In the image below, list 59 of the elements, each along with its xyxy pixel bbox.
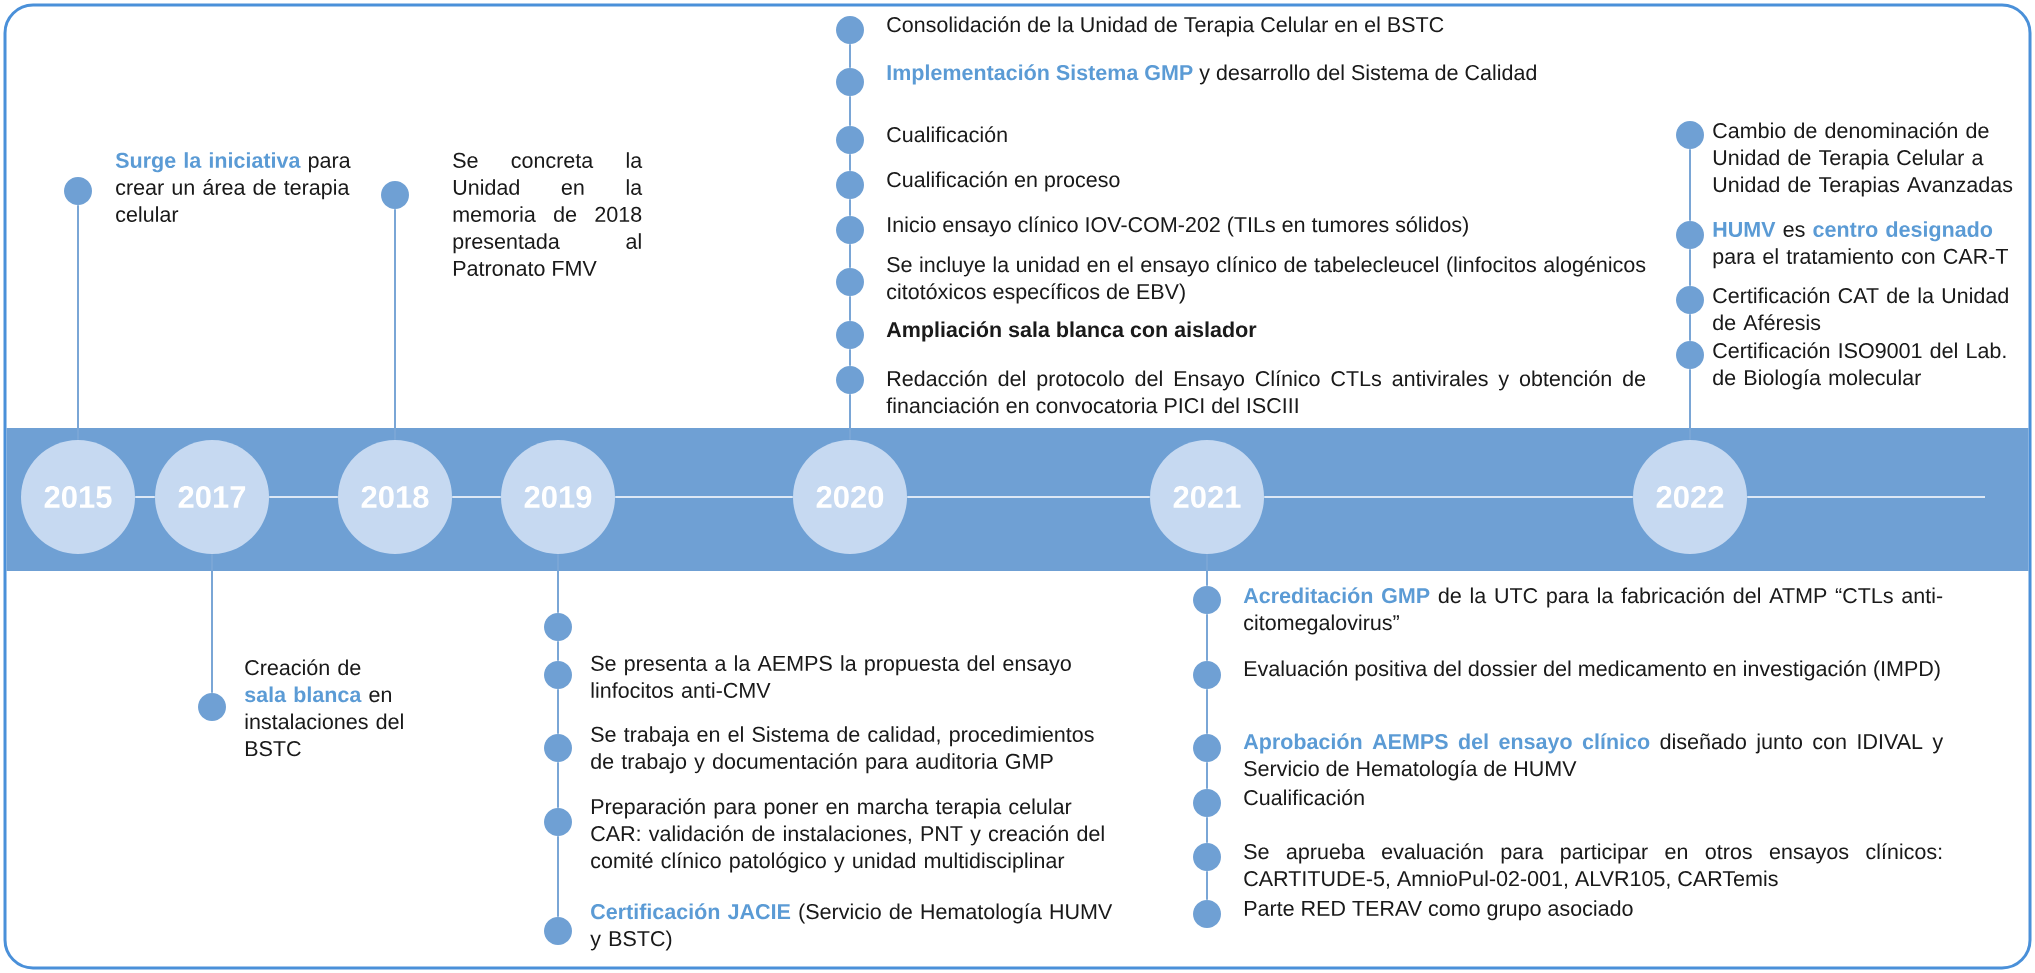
connector-line xyxy=(1206,870,1208,901)
event-text: Certificación CAT de la Unidad de Aféresis xyxy=(1713,287,2008,331)
connector-line xyxy=(1689,248,1691,287)
event-text: Consolidación de la Unidad de Terapia Celular en el BSTC xyxy=(887,16,1444,37)
connector-line xyxy=(614,496,794,498)
event-text: Certificación JACIE (Servicio de Hematología HUMV y BSTC) xyxy=(590,903,1113,951)
connector-line xyxy=(849,198,851,217)
connector-line xyxy=(1206,688,1208,735)
event-text: Aprobación AEMPS del ensayo clínico diseñado junto con IDIVAL y Servicio de Hematología de HUMV xyxy=(1243,733,1944,781)
event-text: Redacción del protocolo del Ensayo Clínico CTLs antivirales y obtención de financiación en convocatoria PICI del ISCIII xyxy=(886,370,1646,414)
event-text: Cualificación xyxy=(1244,789,1364,806)
connector-line xyxy=(394,208,396,441)
event-text: Creación de sala blanca en instalaciones del BSTC xyxy=(244,659,403,757)
connector-line xyxy=(1689,368,1691,441)
connector-line xyxy=(268,496,339,498)
connector-line xyxy=(1206,613,1208,662)
event-text: Se trabaja en el Sistema de calidad, procedimientos de trabajo y documentación para auditoria GMP xyxy=(591,726,1094,774)
event-text: Inicio ensayo clínico IOV-COM-202 (TILs en tumores sólidos) xyxy=(888,216,1468,237)
event-text: Certificación ISO9001 del Lab. de Biología molecular xyxy=(1713,342,2006,390)
event-text: Parte RED TERAV como grupo asociado xyxy=(1244,900,1633,921)
event-text: Surge la iniciativa para crear un área de terapia celular xyxy=(115,152,351,222)
event-text: Ampliación sala blanca con aislador xyxy=(886,321,1257,342)
connector-line xyxy=(849,43,851,69)
connector-line xyxy=(134,496,156,498)
event-text: Se incluye la unidad en el ensayo clínico de tabelecleucel (linfocitos alogénicos citotóxicos específicos de EBV) xyxy=(887,256,1646,304)
connector-line xyxy=(849,348,851,367)
event-text: Cualificación en proceso xyxy=(887,171,1120,192)
bullet-circle xyxy=(544,613,572,641)
event-text: Se concreta la Unidad en la memoria de 2018 presentada al Patronato FMV xyxy=(453,152,643,276)
connector-line xyxy=(1746,496,1986,498)
connector-line xyxy=(906,496,1151,498)
connector-line xyxy=(1263,496,1634,498)
event-text: Implementación Sistema GMP y desarrollo del Sistema de Calidad xyxy=(887,64,1536,85)
connector-line xyxy=(211,553,213,694)
connector-line xyxy=(849,393,851,441)
connector-line xyxy=(849,95,851,127)
event-text: Se aprueba evaluación para participar en otros ensayos clínicos: CARTITUDE-5, AmnioPul-02-001, ALVR105, CARTemis xyxy=(1244,843,1942,889)
event-text: Se presenta a la AEMPS la propuesta del ensayo linfocitos anti-CMV xyxy=(591,655,1071,698)
connector-line xyxy=(451,496,502,498)
connector-line xyxy=(1689,148,1691,222)
connector-line xyxy=(557,640,559,662)
connector-line xyxy=(557,761,559,809)
event-text: Cualificación xyxy=(887,126,1007,143)
connector-line xyxy=(557,553,559,614)
connector-line xyxy=(1206,761,1208,790)
event-text: Cambio de denominación de Unidad de Terapia Celular a Unidad de Terapias Avanzadas xyxy=(1713,122,2013,197)
connector-line xyxy=(1689,313,1691,342)
connector-line xyxy=(1206,816,1208,844)
connector-line xyxy=(557,835,559,918)
event-text: Acreditación GMP de la UTC para la fabricación del ATMP “CTLs anti-citomegalovirus” xyxy=(1243,587,1943,635)
event-text: Evaluación positiva del dossier del medicamento en investigación (IMPD) xyxy=(1244,660,1940,681)
event-text: Preparación para poner en marcha terapia celular CAR: validación de instalaciones, PNT y creación del comité clínico patológico y unidad multidisciplinar xyxy=(591,798,1104,873)
connector-line xyxy=(849,295,851,322)
connector-line xyxy=(849,153,851,172)
event-text: HUMV es centro designado para el tratamiento con CAR-T xyxy=(1713,221,2008,269)
connector-line xyxy=(1206,553,1208,587)
connector-line xyxy=(557,688,559,735)
connector-line xyxy=(849,243,851,269)
connector-line xyxy=(77,204,79,441)
